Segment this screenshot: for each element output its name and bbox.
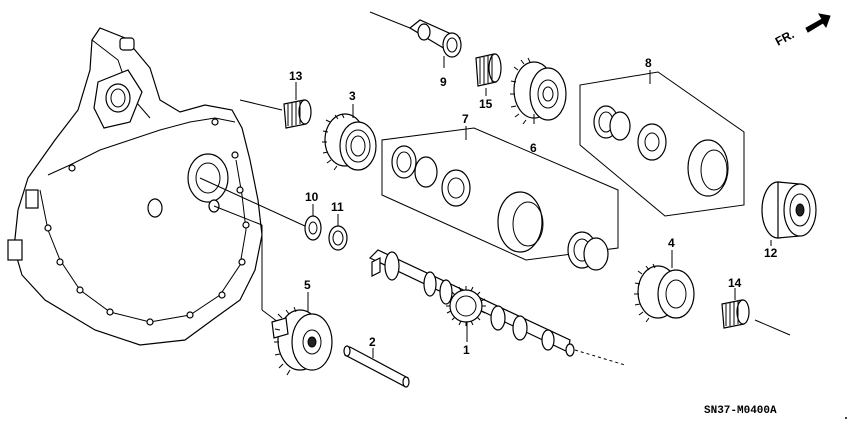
gear-5[interactable] [271, 306, 333, 376]
callout-6[interactable]: 6 [530, 141, 537, 155]
callout-7[interactable]: 7 [462, 112, 469, 126]
needle-bearing-13[interactable] [283, 99, 312, 129]
front-direction-label: FR. [773, 27, 797, 48]
callout-4[interactable]: 4 [668, 236, 675, 250]
needle-bearing-15[interactable] [475, 53, 502, 87]
pin[interactable] [343, 345, 410, 388]
synchro-assembly-7[interactable] [381, 127, 619, 271]
callout-5[interactable]: 5 [304, 278, 311, 292]
front-direction-indicator: FR. [773, 13, 831, 49]
callout-11[interactable]: 11 [331, 200, 344, 214]
callout-2[interactable]: 2 [369, 335, 376, 349]
explode-lines [199, 11, 791, 366]
transmission-case [7, 27, 263, 346]
gear-6[interactable] [510, 57, 567, 125]
front-arrow-icon [805, 13, 831, 33]
bearing-12[interactable] [761, 181, 817, 239]
corner-dot [845, 417, 847, 419]
callout-14[interactable]: 14 [728, 276, 742, 290]
callout-9[interactable]: 9 [440, 75, 447, 89]
washer-11[interactable] [328, 225, 348, 251]
washer-10[interactable] [304, 215, 322, 241]
callout-1[interactable]: 1 [463, 343, 470, 357]
callout-labels: 1 2 3 4 5 6 7 8 9 10 11 12 13 14 15 [289, 56, 778, 357]
collar-9[interactable] [408, 19, 462, 58]
leader-lines [295, 56, 772, 358]
callout-10[interactable]: 10 [305, 190, 319, 204]
diagram-code: SN37-M0400A [704, 405, 777, 417]
callout-15[interactable]: 15 [479, 97, 493, 111]
gear-4[interactable] [634, 263, 695, 323]
callout-3[interactable]: 3 [349, 89, 356, 103]
callout-12[interactable]: 12 [764, 246, 778, 260]
callout-13[interactable]: 13 [289, 69, 303, 83]
mainshaft[interactable] [368, 249, 575, 357]
needle-bearing-14[interactable] [721, 299, 750, 329]
gear-3[interactable] [322, 113, 377, 171]
callout-8[interactable]: 8 [645, 56, 652, 70]
synchro-assembly-8[interactable] [579, 71, 745, 217]
